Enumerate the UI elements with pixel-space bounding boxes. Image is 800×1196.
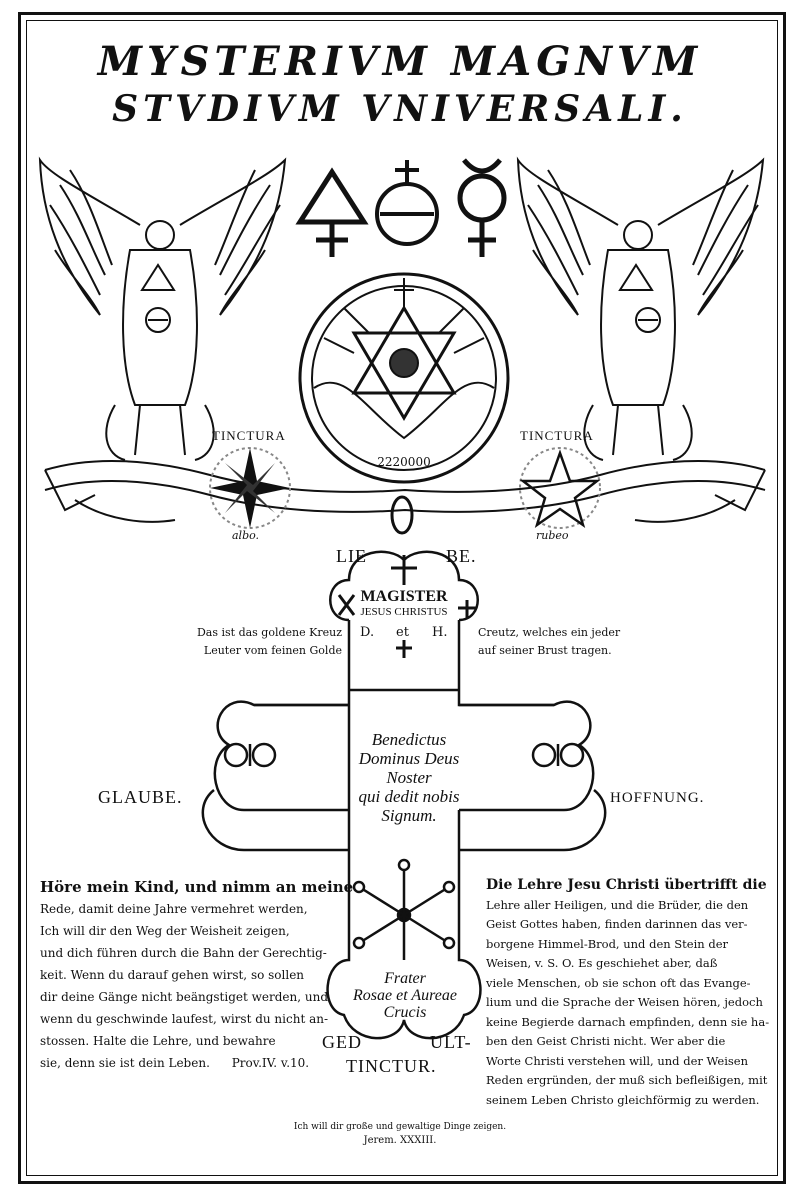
magister-line-1: MAGISTER: [360, 588, 448, 605]
left-side-note: Das ist das goldene Kreuz Leuter vom fei…: [152, 624, 342, 660]
right-paragraph-line: Weisen, v. S. O. Es geschiehet aber, daß: [486, 956, 718, 970]
left-seal-star: [209, 447, 291, 529]
left-seal-label: TINCTURA: [212, 428, 286, 443]
cross-bottom-text: Frater Rosae et Aureae Crucis: [330, 970, 480, 1021]
cross-center-line-4: Signum.: [381, 806, 437, 825]
left-paragraph-line: dir deine Gänge nicht beängstiget werden…: [40, 990, 329, 1004]
cross-letter-h: H.: [432, 625, 448, 640]
cross-bottom-tinctur: TINCTUR.: [346, 1056, 437, 1076]
left-paragraph-line: Rede, damit deine Jahre vermehret werden…: [40, 902, 308, 916]
title-line-2: STVDIVM VNIVERSALI.: [112, 88, 688, 130]
cross-letter-et: et: [396, 625, 409, 640]
right-side-note: Creutz, welches ein jeder auf seiner Bru…: [478, 624, 658, 660]
right-seal-star: [519, 447, 601, 529]
cross-right-arm-word: HOFFNUNG.: [610, 790, 705, 806]
cross-bottom-line-1: Frater: [384, 970, 426, 987]
central-medallion: 2220000: [298, 272, 510, 484]
sulphur-icon: [295, 167, 369, 257]
right-paragraph-line: Geist Gottes haben, finden darinnen das …: [486, 917, 748, 931]
right-paragraph-line: lium und die Sprache der Weisen hören, j…: [486, 995, 763, 1009]
right-paragraph-line: Worte Christi verstehen will, und der We…: [486, 1053, 749, 1068]
right-paragraph-line: keine Begierde darnach empfinden, denn s…: [486, 1014, 770, 1029]
medallion-inscription: 2220000: [377, 455, 430, 469]
left-side-note-line-2: Leuter vom feinen Golde: [203, 644, 342, 657]
title-line-1: MYSTERIVM MAGNVM: [97, 38, 703, 85]
left-paragraph-line: stossen. Halte die Lehre, und bewahre: [40, 1034, 276, 1048]
cross-bottom-right-word: ULT-: [430, 1032, 472, 1052]
inner-border: [26, 20, 778, 1176]
cross-center-line-3: qui dedit nobis: [358, 787, 460, 806]
left-side-note-line-1: Das ist das goldene Kreuz: [196, 626, 342, 639]
left-paragraph-line: keit. Wenn du darauf gehen wirst, so sol…: [40, 968, 305, 982]
magister-line-2: JESUS CHRISTUS: [360, 606, 448, 618]
cross-letter-d: D.: [360, 625, 375, 640]
cross-bottom-line-3: Crucis: [383, 1004, 427, 1021]
left-paragraph: Höre mein Kind, und nimm an meine Rede, …: [40, 876, 354, 1074]
left-paragraph-line: und dich führen durch die Bahn der Gerec…: [40, 946, 327, 960]
right-eagle-figure: [516, 156, 765, 461]
salt-icon: [375, 160, 439, 246]
cross-ring: [390, 495, 414, 535]
cross-center-line-2: Dominus Deus Noster: [358, 749, 460, 787]
right-paragraph-line: seinem Leben Christo gleichförmig zu wer…: [486, 1092, 760, 1107]
cross-center-text: Benedictus Dominus Deus Noster qui dedit…: [334, 730, 484, 825]
left-seal-caption: albo.: [232, 529, 260, 542]
left-paragraph-line: Höre mein Kind, und nimm an meine: [40, 878, 354, 896]
mercury-icon: [457, 158, 507, 257]
cross-top-left-word: LIE: [336, 546, 367, 566]
rosy-cross-outline: [201, 550, 607, 1040]
right-paragraph-line: ben den Geist Christi nicht. Wer aber di…: [486, 1034, 726, 1048]
left-paragraph-last: sie, denn sie ist dein Leben.: [40, 1056, 210, 1070]
right-paragraph-line: Reden ergründen, der muß sich befleißige…: [486, 1073, 768, 1087]
cross-left-arm-word: GLAUBE.: [98, 787, 183, 807]
right-paragraph-line: Die Lehre Jesu Christi übertrifft die: [486, 877, 767, 893]
footer-line-2: Jerem. XXXIII.: [363, 1135, 437, 1146]
footer-line-1: Ich will dir große und gewaltige Dinge z…: [293, 1122, 507, 1132]
left-paragraph-line: wenn du geschwinde laufest, wirst du nic…: [40, 1012, 329, 1026]
right-seal-caption: rubeo: [536, 529, 569, 542]
left-eagle-figure: [38, 156, 287, 461]
cross-top-right-word: BE.: [446, 546, 477, 566]
left-paragraph-line: sie, denn sie ist dein Leben. Prov.IV. v…: [40, 1052, 318, 1074]
right-side-note-line-1: Creutz, welches ein jeder: [478, 626, 621, 639]
left-paragraph-line: Ich will dir den Weg der Weisheit zeigen…: [40, 924, 290, 938]
right-side-note-line-2: auf seiner Brust tragen.: [478, 644, 612, 657]
right-paragraph-line: borgene Himmel-Brod, und den Stein der: [486, 936, 729, 951]
cross-bottom-left-word: GED: [322, 1032, 362, 1052]
ribbon-banner: [44, 459, 766, 523]
alchemical-symbols: [295, 158, 507, 257]
right-paragraph-line: Lehre aller Heiligen, und die Brüder, di…: [486, 897, 749, 912]
right-paragraph-line: viele Menschen, ob sie schon oft das Eva…: [486, 975, 751, 990]
right-seal-label: TINCTURA: [520, 428, 594, 443]
outer-border: [18, 12, 786, 1184]
cross-bottom-line-2: Rosae et Aureae: [353, 987, 457, 1004]
cross-center-line-1: Benedictus: [371, 730, 447, 749]
right-paragraph: Die Lehre Jesu Christi übertrifft die Le…: [486, 876, 770, 1110]
left-reference: Prov.IV. v.10.: [231, 1056, 310, 1070]
